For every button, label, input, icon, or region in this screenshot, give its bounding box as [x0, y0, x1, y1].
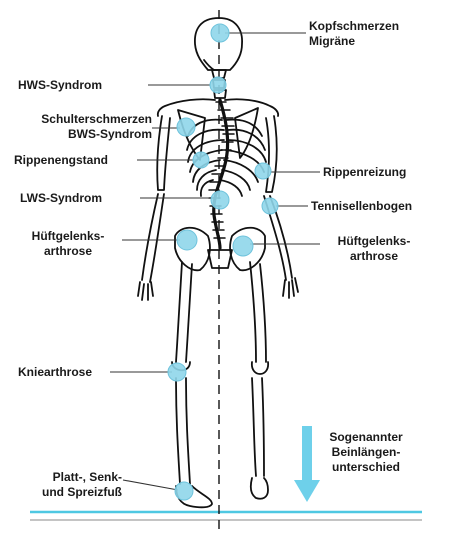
marker-hws	[209, 76, 227, 94]
label-line: unterschied	[331, 460, 400, 474]
marker-rippenreiz	[254, 162, 272, 180]
marker-fuss	[174, 481, 194, 501]
skeleton-bones	[137, 17, 299, 509]
label-line: Kopfschmerzen	[309, 19, 400, 33]
label-line: Sogenannter	[329, 430, 403, 444]
label-line: Hüftgelenks-	[31, 229, 105, 243]
label-line: und Spreizfuß	[42, 485, 122, 499]
label-line: HWS-Syndrom	[18, 78, 102, 92]
label-line: BWS-Syndrom	[68, 127, 152, 141]
label-hueftgelenksarthrose-left: Hüftgelenks- arthrose	[16, 229, 120, 259]
marker-hueft-left	[176, 229, 198, 251]
marker-hueft-right	[232, 235, 254, 257]
label-line: Beinlängen-	[331, 445, 401, 459]
label-lws-syndrom: LWS-Syndrom	[20, 191, 102, 206]
label-hueftgelenksarthrose-right: Hüftgelenks- arthrose	[322, 234, 426, 264]
marker-rippeneng	[192, 151, 210, 169]
label-beinlaengenunterschied: Sogenannter Beinlängen- unterschied	[318, 430, 414, 475]
spine	[212, 98, 230, 250]
label-line: arthrose	[43, 244, 93, 258]
marker-schulter	[176, 117, 196, 137]
label-line: Platt-, Senk-	[52, 470, 122, 484]
label-schulterschmerzen: Schulterschmerzen BWS-Syndrom	[14, 112, 152, 142]
connector-lines	[110, 32, 320, 491]
label-rippenengstand: Rippenengstand	[14, 153, 108, 168]
label-line: Schulterschmerzen	[41, 112, 152, 126]
label-line: Migräne	[309, 34, 356, 48]
label-hws-syndrom: HWS-Syndrom	[18, 78, 102, 93]
label-line: Rippenengstand	[14, 153, 109, 167]
marker-lws	[210, 190, 230, 210]
label-kniearthrose: Kniearthrose	[18, 365, 92, 380]
label-rippenreizung: Rippenreizung	[323, 165, 406, 180]
label-line: LWS-Syndrom	[20, 191, 103, 205]
leg-length-arrow	[294, 426, 320, 502]
label-kopfschmerzen: Kopfschmerzen Migräne	[309, 19, 399, 49]
label-line: Hüftgelenks-	[337, 234, 411, 248]
scapula-right	[234, 107, 259, 159]
marker-tennis	[261, 197, 279, 215]
label-line: Kniearthrose	[18, 365, 93, 379]
label-plattfuss: Platt-, Senk- und Spreizfuß	[26, 470, 122, 500]
marker-kopf	[210, 23, 230, 43]
label-line: Rippenreizung	[323, 165, 407, 179]
pain-markers	[167, 23, 279, 501]
marker-knie	[167, 362, 187, 382]
label-line: arthrose	[349, 249, 399, 263]
label-tennisellenbogen: Tennisellenbogen	[311, 199, 412, 214]
label-line: Tennisellenbogen	[311, 199, 413, 213]
